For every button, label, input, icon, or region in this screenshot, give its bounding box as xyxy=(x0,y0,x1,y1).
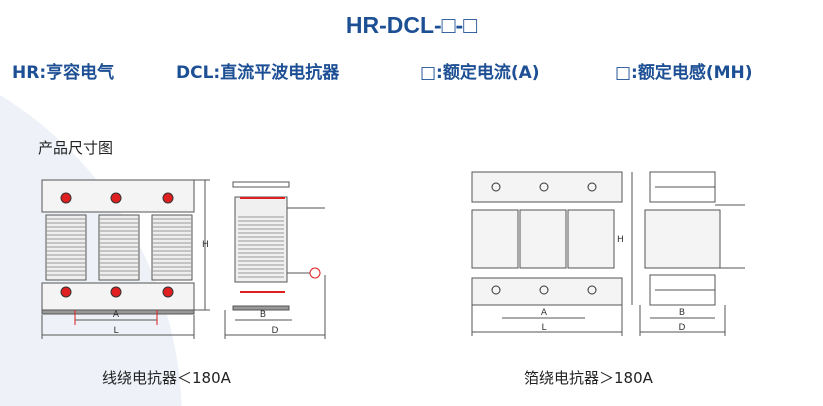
legend-dcl: DCL:直流平波电抗器 xyxy=(176,63,340,83)
dim-h-label: H xyxy=(202,240,209,250)
foil-wound-reactor-drawing: A L H B D xyxy=(471,171,745,336)
legend-current: □:额定电流(A) xyxy=(420,63,540,83)
front-view: A L H xyxy=(471,171,633,336)
legend-inductance: □:额定电感(MH) xyxy=(615,63,753,83)
model-title: HR-DCL-□-□ xyxy=(345,12,478,38)
front-view: A L H xyxy=(41,179,210,339)
foil-wound-caption: 箔绕电抗器＞180A xyxy=(524,369,653,387)
dim-a-label: A xyxy=(541,308,548,318)
side-view: B D xyxy=(224,181,326,339)
side-view: B D xyxy=(639,171,745,336)
wire-wound-reactor-drawing: A L H B D xyxy=(41,179,326,339)
dim-a-label: A xyxy=(113,310,120,320)
legend-hr: HR:亨容电气 xyxy=(12,63,115,83)
dim-b-label: B xyxy=(679,308,685,318)
dim-d-label: D xyxy=(679,323,686,333)
dim-l-label: L xyxy=(541,323,546,333)
dim-h-label: H xyxy=(617,235,624,245)
dim-l-label: L xyxy=(113,326,118,336)
wire-wound-caption: 线绕电抗器＜180A xyxy=(102,369,231,387)
dim-d-label: D xyxy=(272,326,279,336)
section-title: 产品尺寸图 xyxy=(38,139,114,157)
dim-b-label: B xyxy=(260,310,266,320)
